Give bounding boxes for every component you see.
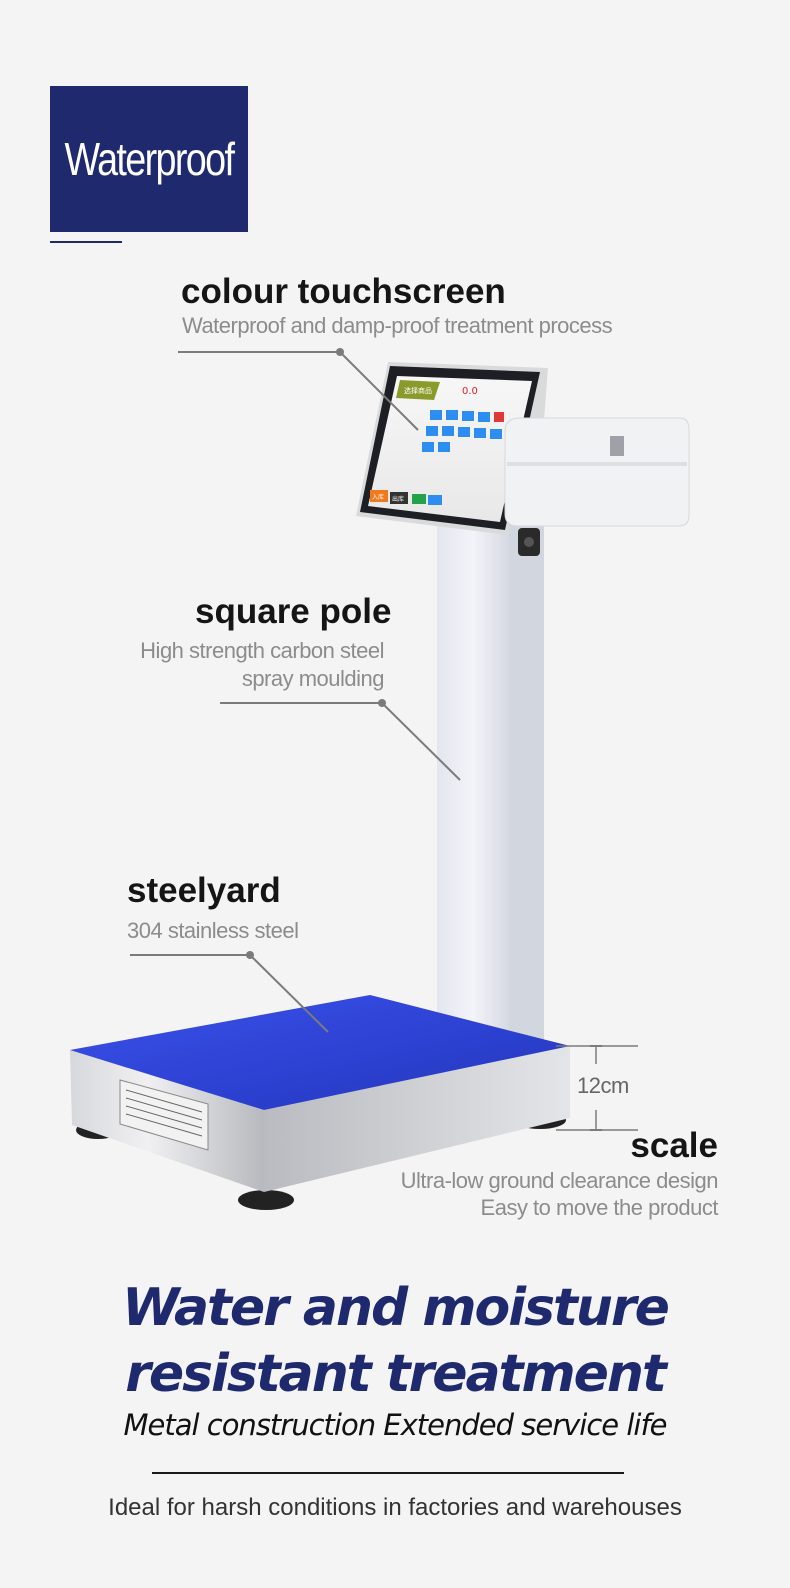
- leader-touchscreen: [178, 348, 419, 431]
- headline-subtitle: Metal construction Extended service life: [123, 1408, 667, 1442]
- screen-header-text: 选择商品: [404, 386, 432, 395]
- screen-button-label: 出库: [392, 495, 404, 503]
- scale-desc-line1: Ultra-low ground clearance design: [400, 1168, 719, 1193]
- pole-desc-line2: spray moulding: [241, 666, 385, 691]
- height-dimension: [556, 1045, 638, 1131]
- pole-desc-line1: High strength carbon steel: [140, 638, 384, 663]
- touchscreen-monitor: 选择商品 0.0 入库出库: [356, 362, 548, 535]
- nameplate: [119, 1079, 209, 1151]
- screen-button-label: 入库: [372, 493, 384, 501]
- scale-desc-line2: Easy to move the product: [480, 1195, 719, 1220]
- touchscreen-desc: Waterproof and damp-proof treatment proc…: [182, 313, 613, 338]
- screen-header-block: [396, 380, 440, 400]
- footer-text: Ideal for harsh conditions in factories …: [108, 1494, 682, 1521]
- scale-title: scale: [630, 1126, 718, 1165]
- leader-steelyard: [130, 951, 329, 1033]
- leader-pole: [220, 699, 461, 781]
- divider-rule: [152, 1472, 624, 1474]
- square-pole: [437, 500, 544, 1060]
- screen-button-out: [390, 492, 408, 504]
- platform-blue-top: [70, 995, 570, 1110]
- height-label: 12cm: [577, 1073, 629, 1098]
- badge-underline: [50, 241, 122, 243]
- label-printer: [504, 417, 690, 556]
- headline-line1: Water and moisture: [122, 1278, 670, 1338]
- badge-text: Waterproof: [64, 133, 235, 185]
- steelyard-desc: 304 stainless steel: [127, 918, 299, 943]
- screen-weight: 0.0: [462, 386, 478, 397]
- waterproof-badge: Waterproof: [50, 86, 248, 232]
- steelyard-title: steelyard: [127, 871, 281, 910]
- pole-title: square pole: [195, 592, 392, 631]
- screen-button-in: [370, 490, 388, 502]
- touchscreen-title: colour touchscreen: [181, 272, 506, 311]
- headline-line2: resistant treatment: [125, 1344, 667, 1404]
- steelyard-platform: [70, 995, 570, 1210]
